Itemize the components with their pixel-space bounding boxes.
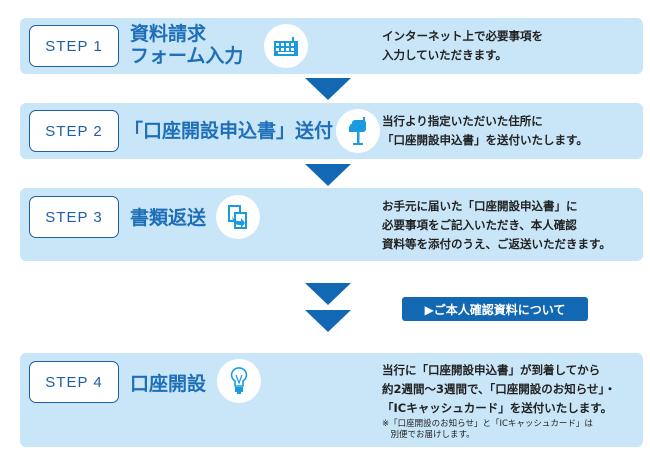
step-2-badge: STEP 2 — [29, 110, 119, 152]
desc-line: 当行に「口座開設申込書」が到着してから — [382, 363, 601, 377]
down-arrow-icon — [305, 164, 351, 186]
desc-line: 入力していただきます。 — [382, 48, 508, 62]
keyboard-icon — [264, 24, 308, 68]
document-return-icon — [216, 195, 260, 239]
desc-line: 資料等を添付のうえ、ご返送いただきます。 — [382, 237, 611, 251]
lightbulb-icon — [217, 359, 261, 403]
step-2-title: 「口座開設申込書」送付 — [124, 120, 334, 142]
desc-line: 当行より指定いただいた住所に — [382, 114, 543, 128]
step-4-badge: STEP 4 — [29, 361, 119, 403]
step-4-note: ※「口座開設のお知らせ」と「ICキャッシュカード」は 別便でお届けします。 — [382, 419, 593, 441]
step-2-description: 当行より指定いただいた住所に 「口座開設申込書」を送付いたします。 — [382, 112, 588, 150]
step-1-badge: STEP 1 — [29, 25, 119, 67]
desc-line: 約2週間～3週間で、「口座開設のお知らせ」・ — [382, 382, 616, 396]
desc-line: お手元に届いた「口座開設申込書」に — [382, 199, 578, 213]
title-line: 資料請求 — [130, 23, 207, 45]
down-arrow-icon — [305, 283, 351, 305]
step-3-description: お手元に届いた「口座開設申込書」に 必要事項をご記入いただき、本人確認 資料等を… — [382, 197, 611, 254]
step-3-badge: STEP 3 — [29, 196, 119, 238]
down-arrow-icon — [305, 310, 351, 332]
desc-line: 「口座開設申込書」を送付いたします。 — [382, 133, 588, 147]
step-3-title: 書類返送 — [130, 207, 207, 229]
step-1-description: インターネット上で必要事項を 入力していただきます。 — [382, 27, 543, 65]
identity-documents-button[interactable]: ▶ご本人確認資料について — [402, 297, 588, 321]
step-4-title: 口座開設 — [130, 373, 207, 395]
mailbox-icon — [336, 109, 380, 153]
step-4-panel: STEP 4 口座開設 当行に「口座開設申込書」が到着してから 約2週間～3週間… — [20, 353, 643, 447]
desc-line: 必要事項をご記入いただき、本人確認 — [382, 218, 577, 232]
step-4-description: 当行に「口座開設申込書」が到着してから 約2週間～3週間で、「口座開設のお知らせ… — [382, 361, 616, 418]
step-1-title: 資料請求 フォーム入力 — [130, 23, 243, 67]
note-line: 別便でお届けします。 — [382, 430, 475, 440]
desc-line: インターネット上で必要事項を — [382, 29, 543, 43]
step-3-panel: STEP 3 書類返送 お手元に届いた「口座開設申込書」に 必要事項をご記入いた… — [20, 188, 643, 261]
desc-line: 「ICキャッシュカード」を送付いたします。 — [382, 401, 613, 415]
down-arrow-icon — [305, 78, 351, 100]
title-line: フォーム入力 — [130, 45, 244, 67]
step-2-panel: STEP 2 「口座開設申込書」送付 当行より指定いただいた住所に 「口座開設申… — [20, 103, 643, 159]
note-line: ※「口座開設のお知らせ」と「ICキャッシュカード」は — [382, 419, 593, 429]
step-1-panel: STEP 1 資料請求 フォーム入力 インターネット上で必要事項を 入力していた… — [20, 18, 643, 74]
